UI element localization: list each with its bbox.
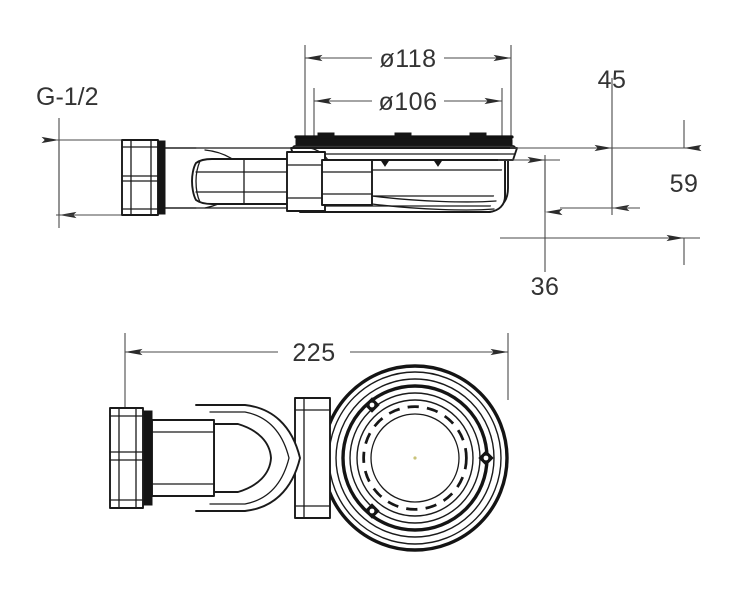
outlet-tube-side [154,147,497,212]
side-elevation-view: ø118 ø106 G-1/2 [36,45,702,301]
dimension-height-36: 36 [498,155,563,301]
fastener-screws [364,397,494,519]
dimension-height-45: 45 [510,66,700,215]
dimension-label-225: 225 [292,339,335,367]
dimension-height-59: 59 [500,120,702,265]
callout-thread-g12: G-1/2 [36,83,130,228]
drain-grate-plan [321,364,509,552]
outlet-elbow-plan [109,397,331,519]
dimension-label-dia118: ø118 [379,45,436,73]
label-thread-size: G-1/2 [36,83,99,111]
plan-view: 225 [109,333,509,552]
dimension-label-36: 36 [531,273,560,301]
dimension-label-45: 45 [598,66,627,94]
center-mark [413,456,417,460]
dimension-dia106: ø106 [314,88,502,116]
dimension-label-dia106: ø106 [379,88,438,116]
dimension-dia118: ø118 [305,45,511,73]
threaded-connector-side [121,139,197,216]
dimension-label-59: 59 [670,170,699,198]
dimension-length-225: 225 [124,333,509,412]
